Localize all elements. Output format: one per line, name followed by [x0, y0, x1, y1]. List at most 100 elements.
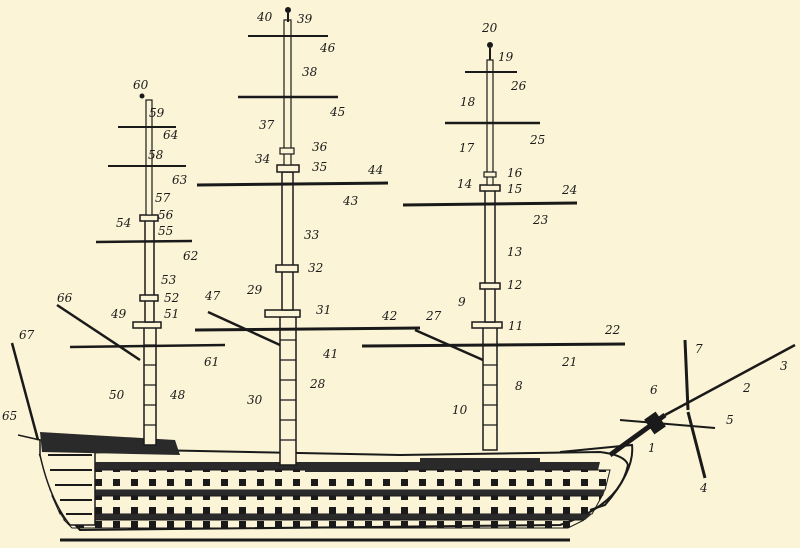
label-60: 60: [133, 78, 149, 92]
label-36: 36: [312, 140, 328, 154]
label-58: 58: [148, 148, 164, 162]
label-22: 22: [604, 323, 620, 337]
label-42: 42: [381, 309, 397, 323]
label-30: 30: [247, 393, 263, 407]
fore-topmast: [484, 189, 496, 323]
label-39: 39: [297, 12, 313, 26]
label-64: 64: [163, 128, 178, 142]
fore-truck: [487, 42, 493, 48]
label-62: 62: [183, 249, 198, 263]
poop-deck: [40, 432, 180, 455]
label-57: 57: [155, 191, 171, 205]
label-65: 65: [2, 409, 17, 423]
main-topsail-yard: [196, 181, 389, 187]
label-61: 61: [204, 355, 219, 369]
main-topgallant-mast: [283, 19, 292, 166]
mizzen-course-yard: [69, 343, 226, 349]
main-topmast: [281, 171, 294, 311]
label-66: 66: [57, 291, 73, 305]
label-45: 45: [329, 105, 345, 119]
label-2: 2: [742, 381, 751, 395]
fore-topmast-cap: [479, 282, 501, 290]
label-56: 56: [158, 208, 174, 222]
mizzen-mast: [10, 93, 226, 446]
label-31: 31: [316, 303, 331, 317]
label-34: 34: [255, 152, 270, 166]
main-lower-mast-hoops: [280, 339, 296, 441]
label-18: 18: [460, 95, 476, 109]
fore-studding-boom: [414, 328, 484, 362]
bow: [559, 443, 634, 511]
label-3: 3: [780, 359, 788, 373]
label-13: 13: [507, 245, 523, 259]
waist-deckhouse-2: [420, 458, 540, 468]
label-26: 26: [510, 79, 527, 93]
hull: [17, 432, 634, 542]
hull-gunport-band-2: [51, 495, 603, 515]
label-24: 24: [561, 183, 577, 197]
label-9: 9: [458, 295, 466, 309]
main-mast: [194, 7, 421, 466]
hull-stripe-2: [60, 514, 592, 520]
mizzen-truck: [139, 93, 145, 99]
label-44: 44: [367, 163, 383, 177]
mizzen-topgallant-mast: [145, 99, 153, 216]
label-1: 1: [648, 441, 656, 455]
stern-windows: [48, 454, 92, 515]
label-7: 7: [695, 342, 703, 356]
hull-stripe-1: [50, 490, 605, 496]
spritsail-yard: [619, 419, 716, 429]
label-14: 14: [457, 177, 472, 191]
label-63: 63: [172, 173, 188, 187]
label-4: 4: [699, 481, 708, 495]
label-59: 59: [149, 106, 165, 120]
main-lower-mast: [279, 314, 297, 466]
label-52: 52: [164, 291, 179, 305]
label-16: 16: [507, 166, 523, 180]
mizzen-crosstree: [139, 214, 159, 222]
mizzen-topmast: [144, 219, 155, 323]
label-19: 19: [498, 50, 514, 64]
label-17: 17: [459, 141, 475, 155]
label-27: 27: [425, 309, 442, 323]
main-crosstree: [276, 164, 300, 173]
mizzen-topsail-yard: [95, 239, 193, 244]
label-5: 5: [726, 413, 734, 427]
label-32: 32: [308, 261, 323, 275]
main-top: [264, 309, 301, 318]
fore-mast: [361, 42, 626, 451]
label-51: 51: [164, 307, 179, 321]
label-6: 6: [650, 383, 658, 397]
stern-rail: [17, 434, 41, 441]
label-67: 67: [19, 328, 35, 342]
label-54: 54: [116, 216, 131, 230]
bowsprit-assembly: [608, 339, 796, 479]
main-studding-boom: [207, 310, 281, 347]
label-47: 47: [204, 289, 221, 303]
part-labels: 1 2 3 4 5 6 7 8 9 10 11 12 13 14 15 16 1…: [2, 10, 788, 495]
main-course-yard: [194, 326, 421, 332]
label-20: 20: [481, 21, 498, 35]
label-29: 29: [246, 283, 263, 297]
label-28: 28: [309, 377, 326, 391]
label-8: 8: [515, 379, 523, 393]
stern-gallery: [39, 439, 96, 526]
label-23: 23: [532, 213, 549, 227]
label-25: 25: [529, 133, 545, 147]
dolphin-striker: [683, 339, 707, 479]
label-33: 33: [304, 228, 320, 242]
main-truck: [285, 7, 291, 13]
label-55: 55: [158, 224, 173, 238]
label-41: 41: [322, 347, 338, 361]
hull-gunport-band-1: [45, 469, 611, 491]
label-50: 50: [109, 388, 125, 402]
label-46: 46: [319, 41, 336, 55]
label-11: 11: [508, 319, 523, 333]
hull-gunport-band-3: [62, 519, 585, 529]
fore-course-yard: [361, 342, 626, 348]
label-48: 48: [169, 388, 186, 402]
fore-crosstree: [479, 184, 501, 192]
fore-top: [471, 321, 503, 329]
mizzen-top: [132, 321, 162, 329]
